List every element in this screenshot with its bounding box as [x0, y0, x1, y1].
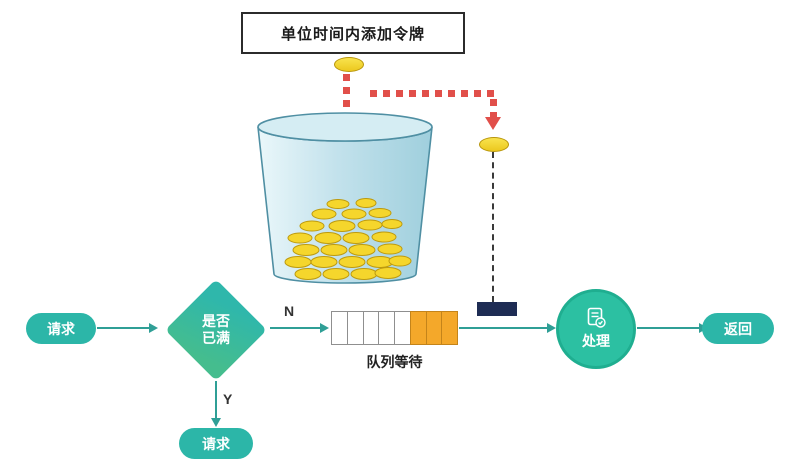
branch-yes-label: Y	[223, 391, 233, 407]
token-slot-marker	[477, 302, 517, 316]
document-check-icon	[587, 307, 606, 328]
process-node: 处理	[556, 289, 636, 369]
reject-label: 请求	[202, 435, 230, 452]
queue-cell-filled	[441, 311, 458, 345]
queue-cell-empty	[362, 311, 380, 345]
black-dashed-drop-line	[492, 152, 494, 302]
queue-cell-empty	[378, 311, 395, 345]
queue-cell-empty	[331, 311, 348, 345]
start-node: 请求	[26, 313, 96, 344]
connector-decision-reject	[215, 381, 217, 419]
decision-node: 是否 已满	[165, 279, 267, 381]
queue-cell-filled	[409, 311, 427, 345]
red-dashed-line-vertical-2	[490, 99, 497, 117]
return-label: 返回	[724, 320, 752, 337]
arrowhead-right-icon	[547, 323, 556, 333]
token-coin-icon	[479, 137, 509, 152]
queue-cell-empty	[394, 311, 411, 345]
decision-text: 是否 已满	[166, 280, 266, 380]
queue-cell-empty	[346, 311, 364, 345]
queue-cells	[331, 311, 458, 345]
token-coins-group	[284, 198, 412, 280]
return-node: 返回	[702, 313, 774, 344]
connector-process-return	[637, 327, 699, 329]
process-label: 处理	[582, 333, 610, 349]
start-label: 请求	[47, 320, 75, 337]
decision-line2: 已满	[202, 330, 230, 346]
queue-cell-filled	[425, 311, 443, 345]
bucket-mouth	[257, 112, 433, 142]
connector-decision-queue	[270, 327, 320, 329]
arrowhead-right-icon	[320, 323, 329, 333]
red-dashed-line-horizontal	[370, 90, 497, 97]
queue-label: 队列等待	[366, 354, 423, 370]
reject-node: 请求	[179, 428, 253, 459]
decision-line1: 是否	[202, 312, 230, 329]
red-dashed-line-vertical	[343, 74, 350, 116]
connector-queue-process	[459, 327, 547, 329]
branch-no-label: N	[284, 303, 295, 319]
title-box: 单位时间内添加令牌	[241, 12, 465, 54]
diagram-title: 单位时间内添加令牌	[280, 25, 425, 43]
token-coin-icon	[334, 57, 364, 72]
red-arrowhead-down-icon	[485, 117, 501, 130]
arrowhead-down-icon	[211, 418, 221, 427]
connector-start-decision	[97, 327, 149, 329]
token-bucket-icon	[257, 112, 433, 284]
arrowhead-right-icon	[149, 323, 158, 333]
